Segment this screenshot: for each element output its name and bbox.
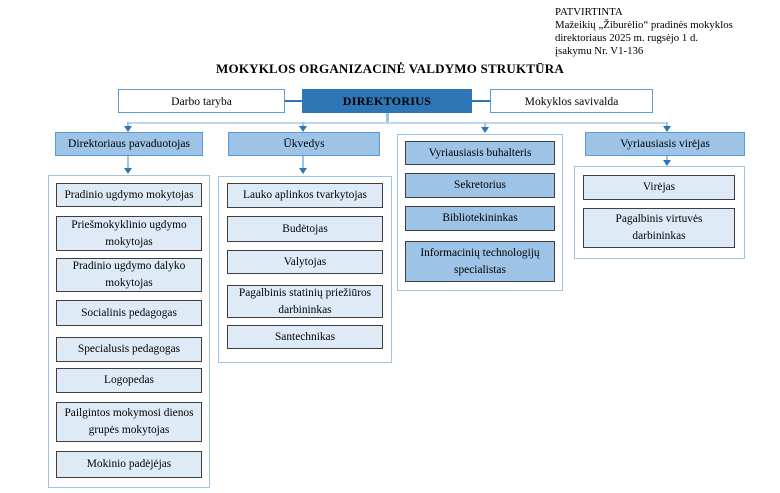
org-item: Pagalbinis statinių priežiūros darbinink… <box>227 285 383 318</box>
org-item: Budėtojas <box>227 216 383 242</box>
arrow-down-icon <box>481 127 489 133</box>
org-item: Pailgintos mokymosi dienos grupės mokyto… <box>56 402 202 442</box>
connector-drop-4 <box>666 122 668 127</box>
arrow-down-icon <box>124 168 132 174</box>
approval-line: PATVIRTINTA <box>555 6 623 18</box>
arrow-down-icon <box>663 160 671 166</box>
org-item: Vyriausiasis buhalteris <box>405 141 555 165</box>
connector-col2 <box>302 156 304 169</box>
org-item: Sekretorius <box>405 173 555 198</box>
column-header-pavaduotojas: Direktoriaus pavaduotojas <box>55 132 203 156</box>
org-item: Lauko aplinkos tvarkytojas <box>227 183 383 208</box>
arrow-down-icon <box>299 168 307 174</box>
connector-left <box>285 100 302 102</box>
approval-line: direktoriaus 2025 m. rugsėjo 1 d. <box>555 31 699 44</box>
arrow-down-icon <box>124 126 132 132</box>
org-item: Specialusis pedagogas <box>56 337 202 362</box>
connector-col1 <box>127 156 129 169</box>
org-item: Santechnikas <box>227 325 383 349</box>
connector-right <box>472 100 490 102</box>
org-item: Pagalbinis virtuvės darbininkas <box>583 208 735 248</box>
connector-col4 <box>666 156 668 161</box>
org-item: Pradinio ugdymo mokytojas <box>56 183 202 207</box>
column-header-virejas: Vyriausiasis virėjas <box>585 132 745 156</box>
org-item: Socialinis pedagogas <box>56 300 202 326</box>
connector-director-stub <box>386 113 389 123</box>
org-item: Virėjas <box>583 175 735 200</box>
box-direktorius: DIREKTORIUS <box>302 89 472 113</box>
org-item: Informacinių technologijų specialistas <box>405 241 555 282</box>
org-item: Valytojas <box>227 250 383 274</box>
arrow-down-icon <box>663 126 671 132</box>
approval-line: įsakymu Nr. V1-136 <box>555 44 644 57</box>
connector-drop-1 <box>127 122 129 127</box>
org-item: Pradinio ugdymo dalyko mokytojas <box>56 258 202 292</box>
page-title: MOKYKLOS ORGANIZACINĖ VALDYMO STRUKTŪRA <box>216 61 564 76</box>
approval-line: Mažeikių „Žiburėlio“ pradinės mokyklos <box>555 18 733 31</box>
box-mokyklos-savivalda: Mokyklos savivalda <box>490 89 653 113</box>
approval-block: PATVIRTINTA Mažeikių „Žiburėlio“ pradinė… <box>555 6 733 58</box>
org-item: Bibliotekininkas <box>405 206 555 231</box>
connector-distributor <box>128 122 668 124</box>
connector-drop-2 <box>302 122 304 127</box>
org-item: Logopedas <box>56 368 202 393</box>
org-item: Priešmokyklinio ugdymo mokytojas <box>56 216 202 251</box>
arrow-down-icon <box>299 126 307 132</box>
column-header-ukvedys: Ūkvedys <box>228 132 380 156</box>
connector-drop-3 <box>484 122 486 128</box>
org-item: Mokinio padėjėjas <box>56 451 202 478</box>
box-darbo-taryba: Darbo taryba <box>118 89 285 113</box>
